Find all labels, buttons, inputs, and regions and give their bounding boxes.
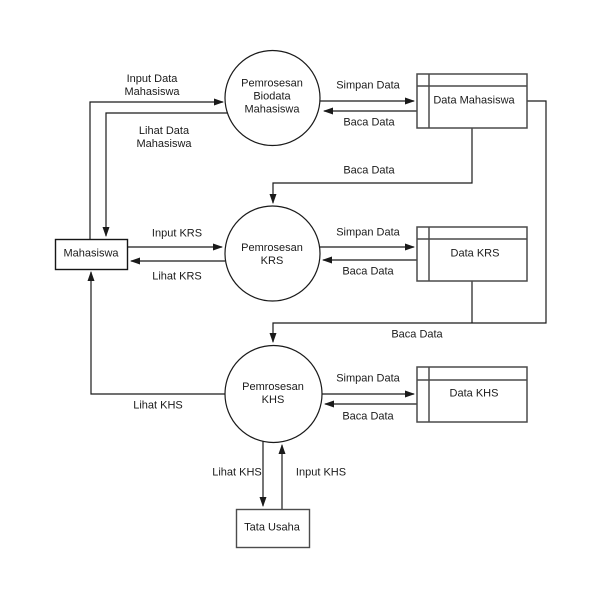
store-data-khs-shape xyxy=(416,366,528,423)
entity-tata-usaha-box xyxy=(235,508,311,549)
flow-lihat-data-mahasiswa-line xyxy=(102,112,227,237)
flow-baca-data-4-line xyxy=(269,100,547,343)
process-krs-circle xyxy=(224,205,321,302)
store-data-krs-shape xyxy=(416,226,528,282)
flow-baca-data-2-line xyxy=(269,128,473,204)
process-khs-circle xyxy=(224,344,323,444)
store-data-mahasiswa-shape xyxy=(416,73,528,129)
flow-lihat-khs-to-mahasiswa-line xyxy=(87,271,225,395)
flow-input-data-mahasiswa-line xyxy=(89,98,224,239)
process-biodata-circle xyxy=(224,49,321,147)
entity-mahasiswa-box xyxy=(54,238,129,271)
